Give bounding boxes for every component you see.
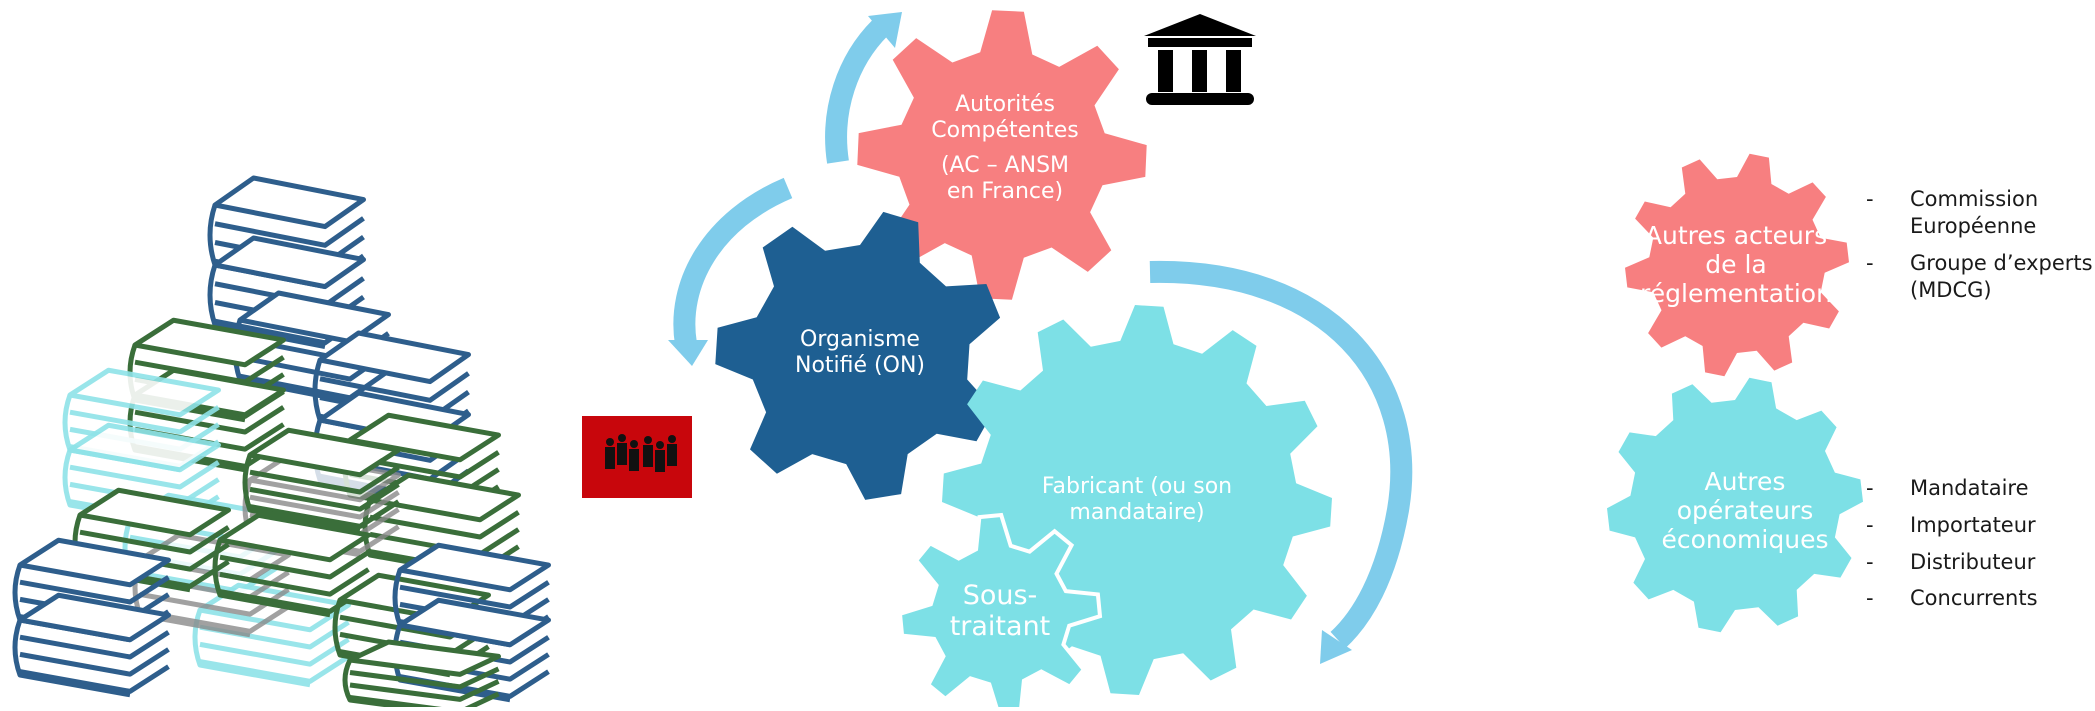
other-operators-line-3: économiques (1661, 524, 1829, 554)
notified-body-label: Organisme Notifié (ON) (760, 327, 960, 380)
arrow-left-curve (673, 177, 793, 346)
other-regulators-line-2: de la (1705, 249, 1767, 279)
book-icon (12, 592, 171, 698)
other-operators-line-2: opérateurs (1676, 495, 1814, 525)
subcontractor-line-2: traitant (949, 611, 1051, 643)
government-building-icon (1144, 14, 1256, 105)
list-item: Importateur (1866, 507, 2038, 544)
person-body (643, 445, 653, 467)
gear-other-regulators (1625, 153, 1849, 377)
other-regulators-label: Autres acteurs de la réglementation (1616, 221, 1856, 308)
list-item: Concurrents (1866, 580, 2038, 617)
authorities-line-2: Compétentes (931, 118, 1079, 144)
list-item: Distributeur (1866, 544, 2038, 581)
book-icon (212, 512, 371, 618)
gear-subcontractor (897, 512, 1103, 711)
person-head (630, 440, 638, 448)
regulator-2-line-2: (MDCG) (1910, 277, 1992, 302)
subcontractor-line-1: Sous- (962, 580, 1038, 611)
manufacturer-line-1: Fabricant (ou son (1041, 474, 1233, 499)
authorities-line-3: (AC – ANSM (940, 152, 1070, 178)
regulators-list: Commission Européenne Groupe d’experts (… (1866, 186, 2093, 304)
list-item: Mandataire (1866, 470, 2038, 507)
regulator-1-line-1: Commission (1910, 187, 2039, 211)
list-item: Groupe d’experts (MDCG) (1866, 250, 2093, 304)
people-group-icon (582, 416, 692, 498)
other-operators-line-1: Autres (1704, 467, 1786, 496)
book-icon (342, 639, 501, 711)
person-body (605, 447, 615, 469)
operators-list: Mandataire Importateur Distributeur Conc… (1866, 470, 2038, 617)
person-body (617, 443, 627, 465)
book-icon (242, 427, 401, 533)
stacked-books-icon (12, 175, 551, 711)
other-operators-label: Autres opérateurs économiques (1635, 467, 1855, 554)
person-body (667, 444, 677, 466)
authorities-line-4: en France) (946, 179, 1064, 205)
arrow-up-head (868, 12, 902, 48)
person-head (644, 436, 652, 444)
other-regulators-line-1: Autres acteurs (1644, 221, 1828, 250)
other-regulators-line-3: réglementation (1640, 278, 1832, 308)
list-item: Commission Européenne (1866, 186, 2093, 240)
regulator-2-line-1: Groupe d’experts (1910, 250, 2093, 275)
arrow-left-head (668, 340, 708, 366)
person-body (629, 449, 639, 471)
person-head (656, 441, 664, 449)
gear-notified-body (715, 211, 1001, 500)
notified-body-line-1: Organisme (800, 327, 920, 352)
notified-body-line-2: Notifié (ON) (795, 353, 925, 379)
gear-other-operators (1607, 377, 1863, 633)
manufacturer-label: Fabricant (ou son mandataire) (1012, 474, 1262, 527)
person-head (606, 438, 614, 446)
subcontractor-label: Sous- traitant (925, 580, 1075, 642)
arrows (668, 12, 1413, 664)
person-head (618, 434, 626, 442)
arrow-right-head (1320, 630, 1352, 664)
arrow-right-curve (1149, 260, 1413, 649)
regulator-1-line-2: Européenne (1910, 213, 2037, 238)
manufacturer-line-2: mandataire) (1069, 500, 1205, 526)
gear-authorities (857, 10, 1147, 300)
authorities-line-1: Autorités (955, 92, 1055, 117)
person-head (668, 435, 676, 443)
person-body (655, 450, 665, 472)
arrow-up-curve (825, 20, 888, 164)
authorities-label: Autorités Compétentes (AC – ANSM en Fran… (905, 92, 1105, 206)
